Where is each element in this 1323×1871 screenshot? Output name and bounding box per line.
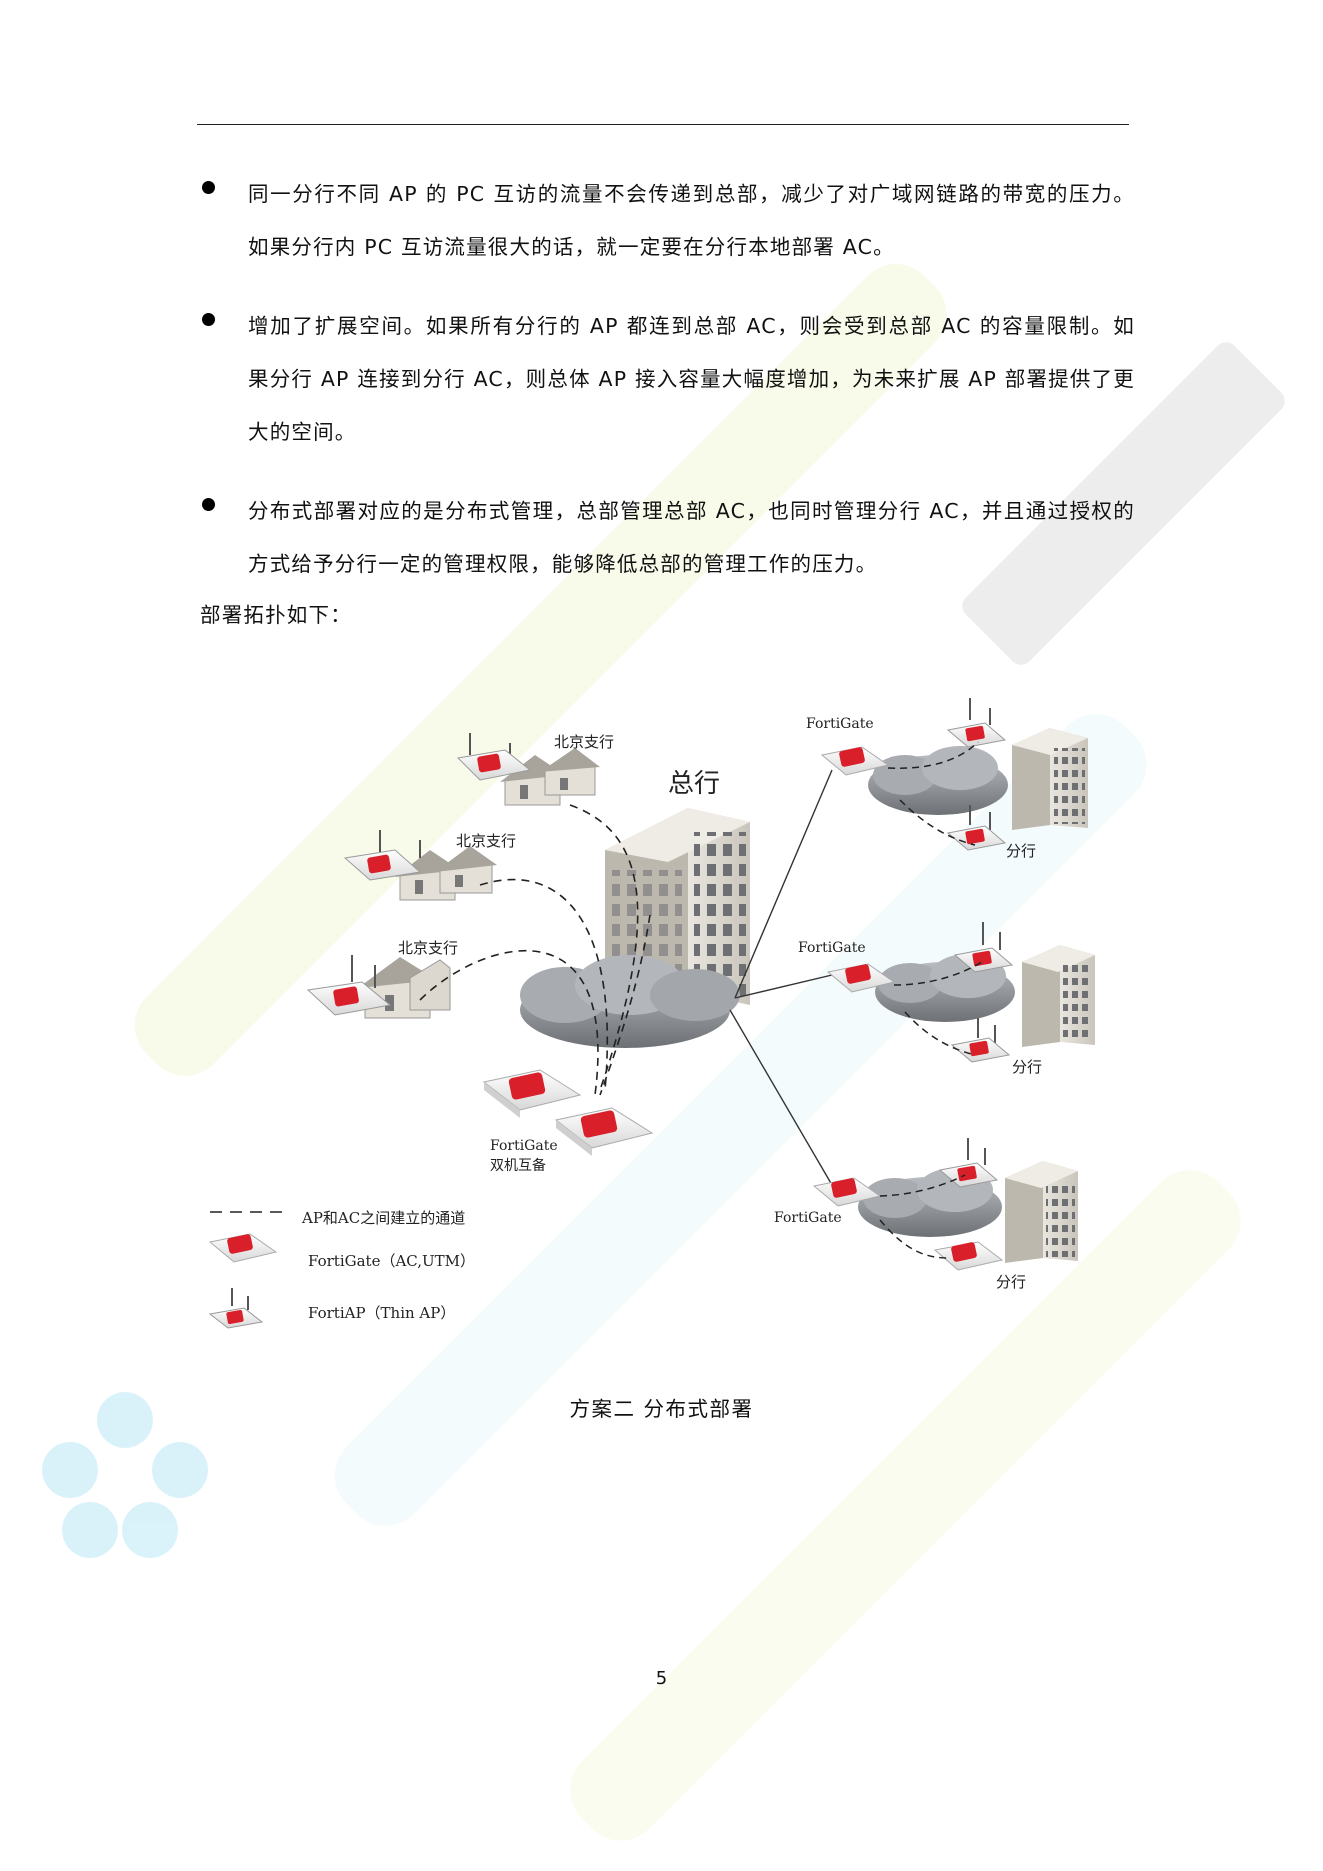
fortigate-device-icon xyxy=(482,1069,582,1118)
remote-fortigate-label: FortiGate xyxy=(774,1210,842,1226)
page-number: 5 xyxy=(655,1668,668,1689)
bullet-text: 同一分行不同 AP 的 PC 互访的流量不会传递到总部，减少了对广域网链路的带宽… xyxy=(248,182,1135,259)
remote-fortigate-label: FortiGate xyxy=(806,716,874,732)
fortiap-device-icon xyxy=(456,733,532,781)
branch-label: 分行 xyxy=(996,1273,1026,1291)
legend-label: FortiGate（AC,UTM） xyxy=(308,1252,475,1270)
fortigate-device-icon xyxy=(554,1107,654,1156)
beijing-branch-label: 北京支行 xyxy=(456,832,516,850)
ap-ac-tunnel-lines xyxy=(419,804,651,1096)
branch-building-icon xyxy=(1012,728,1088,830)
bullet-item: 同一分行不同 AP 的 PC 互访的流量不会传递到总部，减少了对广域网链路的带宽… xyxy=(200,168,1135,274)
remote-cloud-icon xyxy=(858,1168,1002,1237)
bullet-item: 增加了扩展空间。如果所有分行的 AP 都连到总部 AC，则会受到总部 AC 的容… xyxy=(200,300,1135,459)
fortiap-device-icon xyxy=(306,955,392,1016)
legend-fortiap-icon xyxy=(208,1288,264,1329)
fortiap-device-icon xyxy=(946,805,1007,851)
figure-caption: 方案二 分布式部署 xyxy=(569,1397,754,1421)
branch-building-icon xyxy=(1005,1161,1078,1263)
fortiap-device-icon xyxy=(946,698,1007,748)
branch-label: 分行 xyxy=(1006,842,1036,860)
bullet-dot-icon xyxy=(202,498,215,511)
bullet-text: 分布式部署对应的是分布式管理，总部管理总部 AC，也同时管理分行 AC，并且通过… xyxy=(248,499,1135,576)
fortigate-device-icon xyxy=(812,1177,882,1207)
hq-fortigate-sublabel: 双机互备 xyxy=(490,1157,546,1174)
fortiap-device-icon xyxy=(938,1138,999,1188)
topology-intro: 部署拓扑如下： xyxy=(200,603,352,627)
legend-label: AP和AC之间建立的通道 xyxy=(301,1209,465,1227)
remote-fortigate-label: FortiGate xyxy=(798,940,866,956)
beijing-branch-house-icon xyxy=(358,957,451,1019)
remote-cloud-icon xyxy=(868,746,1008,815)
remote-tunnel-lines xyxy=(893,961,983,1056)
wan-links xyxy=(729,769,833,1186)
fortigate-device-icon xyxy=(826,963,896,993)
header-rule xyxy=(197,124,1129,125)
fortiap-device-icon xyxy=(343,830,422,881)
bullet-item: 分布式部署对应的是分布式管理，总部管理总部 AC，也同时管理分行 AC，并且通过… xyxy=(200,485,1135,591)
hq-fortigate-label: FortiGate xyxy=(490,1138,558,1154)
beijing-branch-label: 北京支行 xyxy=(398,939,458,957)
fortigate-device-icon xyxy=(933,1241,1004,1271)
bullet-list: 同一分行不同 AP 的 PC 互访的流量不会传递到总部，减少了对广域网链路的带宽… xyxy=(200,168,1135,617)
bullet-text: 增加了扩展空间。如果所有分行的 AP 都连到总部 AC，则会受到总部 AC 的容… xyxy=(248,314,1135,444)
beijing-branch-house-icon xyxy=(500,748,600,806)
legend-label: FortiAP（Thin AP） xyxy=(308,1304,455,1322)
beijing-branch-label: 北京支行 xyxy=(554,733,614,751)
remote-tunnel-lines xyxy=(887,741,979,846)
fortiap-device-icon xyxy=(953,922,1014,973)
bullet-dot-icon xyxy=(202,181,215,194)
fortigate-device-icon xyxy=(820,746,890,776)
hq-label: 总行 xyxy=(668,769,720,799)
branch-building-icon xyxy=(1022,945,1095,1047)
bullet-dot-icon xyxy=(202,313,215,326)
remote-tunnel-lines xyxy=(879,1174,966,1259)
fortiap-device-icon xyxy=(950,1018,1011,1063)
legend: AP和AC之间建立的通道 FortiGate（AC,UTM） FortiAP（T… xyxy=(208,1209,475,1329)
branch-label: 分行 xyxy=(1012,1058,1042,1076)
legend-fortigate-icon xyxy=(208,1233,278,1263)
